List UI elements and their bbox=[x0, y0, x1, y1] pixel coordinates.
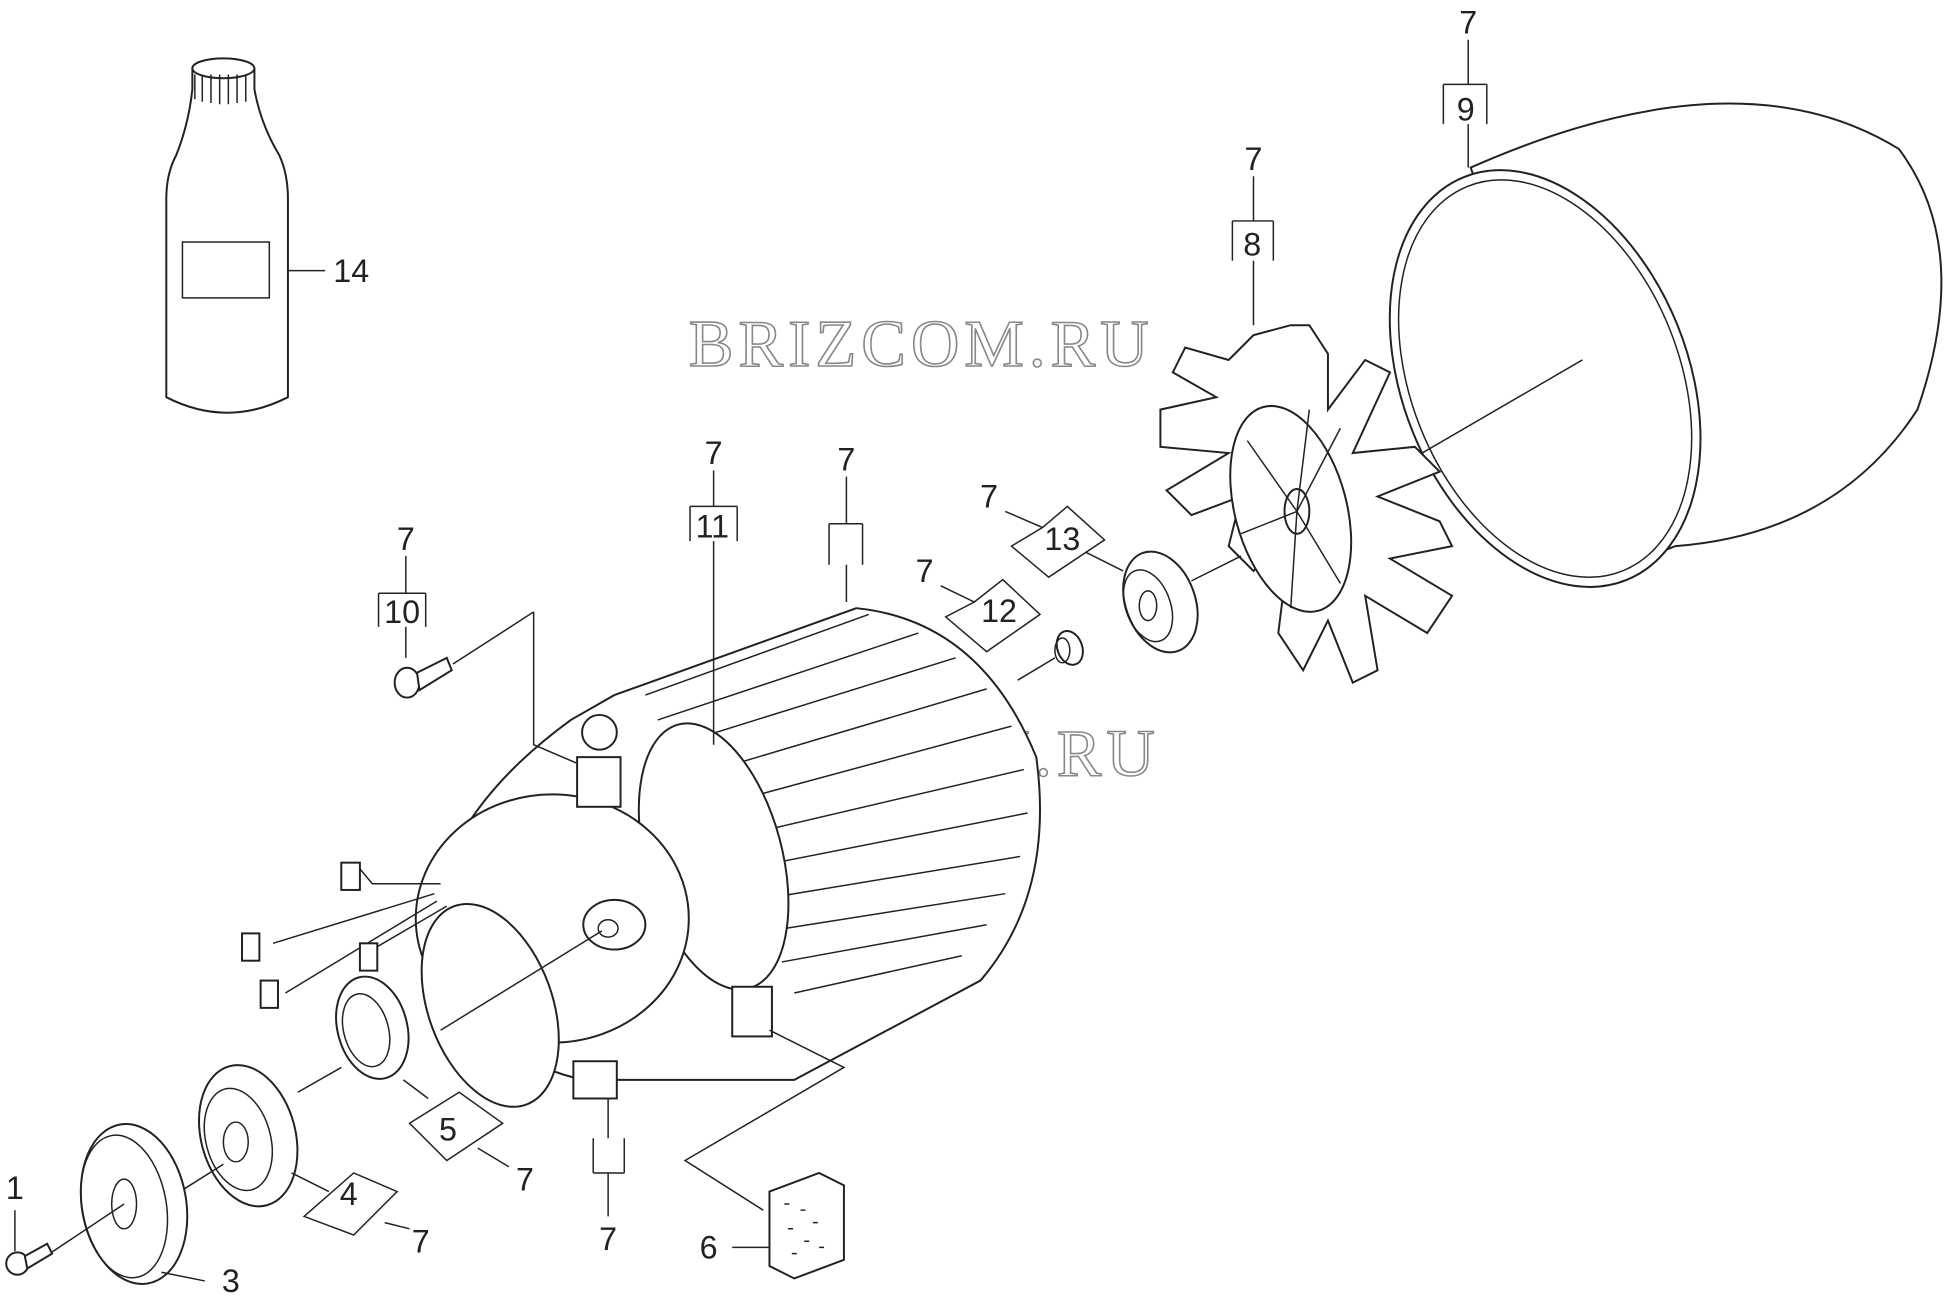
callout-12: 12 bbox=[981, 593, 1017, 629]
callout-10-set: 7 bbox=[397, 521, 415, 557]
shaft-seal-5-part bbox=[297, 975, 410, 1093]
carbon-brush-holder-part bbox=[683, 1029, 846, 1280]
ball-bearing-13-part bbox=[1122, 550, 1242, 654]
fan-part bbox=[1159, 324, 1454, 685]
callout-8-set: 7 bbox=[1245, 141, 1263, 177]
callout-1: 1 bbox=[6, 1170, 24, 1206]
callout-5-set: 7 bbox=[516, 1161, 534, 1197]
callout-13-set: 7 bbox=[980, 479, 998, 515]
callout-4-set: 7 bbox=[412, 1223, 430, 1259]
callout-4: 4 bbox=[340, 1176, 358, 1212]
callout-12-set: 7 bbox=[916, 553, 934, 589]
screw-1-part bbox=[5, 1210, 54, 1276]
cover-3-part bbox=[49, 1123, 205, 1285]
oil-bottle-part bbox=[165, 57, 326, 414]
ball-bearing-4-part bbox=[179, 1064, 299, 1208]
callout-11: 11 bbox=[696, 508, 729, 544]
screw-10-part bbox=[393, 611, 578, 765]
callout-8: 8 bbox=[1243, 227, 1261, 263]
callout-motor-set: 7 bbox=[837, 441, 855, 477]
callout-3: 3 bbox=[222, 1263, 240, 1299]
callout-5: 5 bbox=[439, 1112, 457, 1148]
watermark-top: BRIZCOM.RU bbox=[689, 307, 1154, 381]
callout-11-set: 7 bbox=[705, 435, 723, 471]
fan-housing-part bbox=[1388, 102, 1943, 588]
callout-10: 10 bbox=[384, 594, 420, 630]
callout-9-set: 7 bbox=[1459, 5, 1477, 41]
callout-9: 9 bbox=[1457, 91, 1475, 127]
callout-13: 13 bbox=[1044, 521, 1080, 557]
callout-lower-set: 7 bbox=[599, 1221, 617, 1257]
motor-stator-part bbox=[241, 607, 1041, 1108]
callout-14: 14 bbox=[333, 253, 369, 289]
callout-6: 6 bbox=[700, 1230, 718, 1266]
needle-bearing-12-part bbox=[1017, 630, 1084, 681]
